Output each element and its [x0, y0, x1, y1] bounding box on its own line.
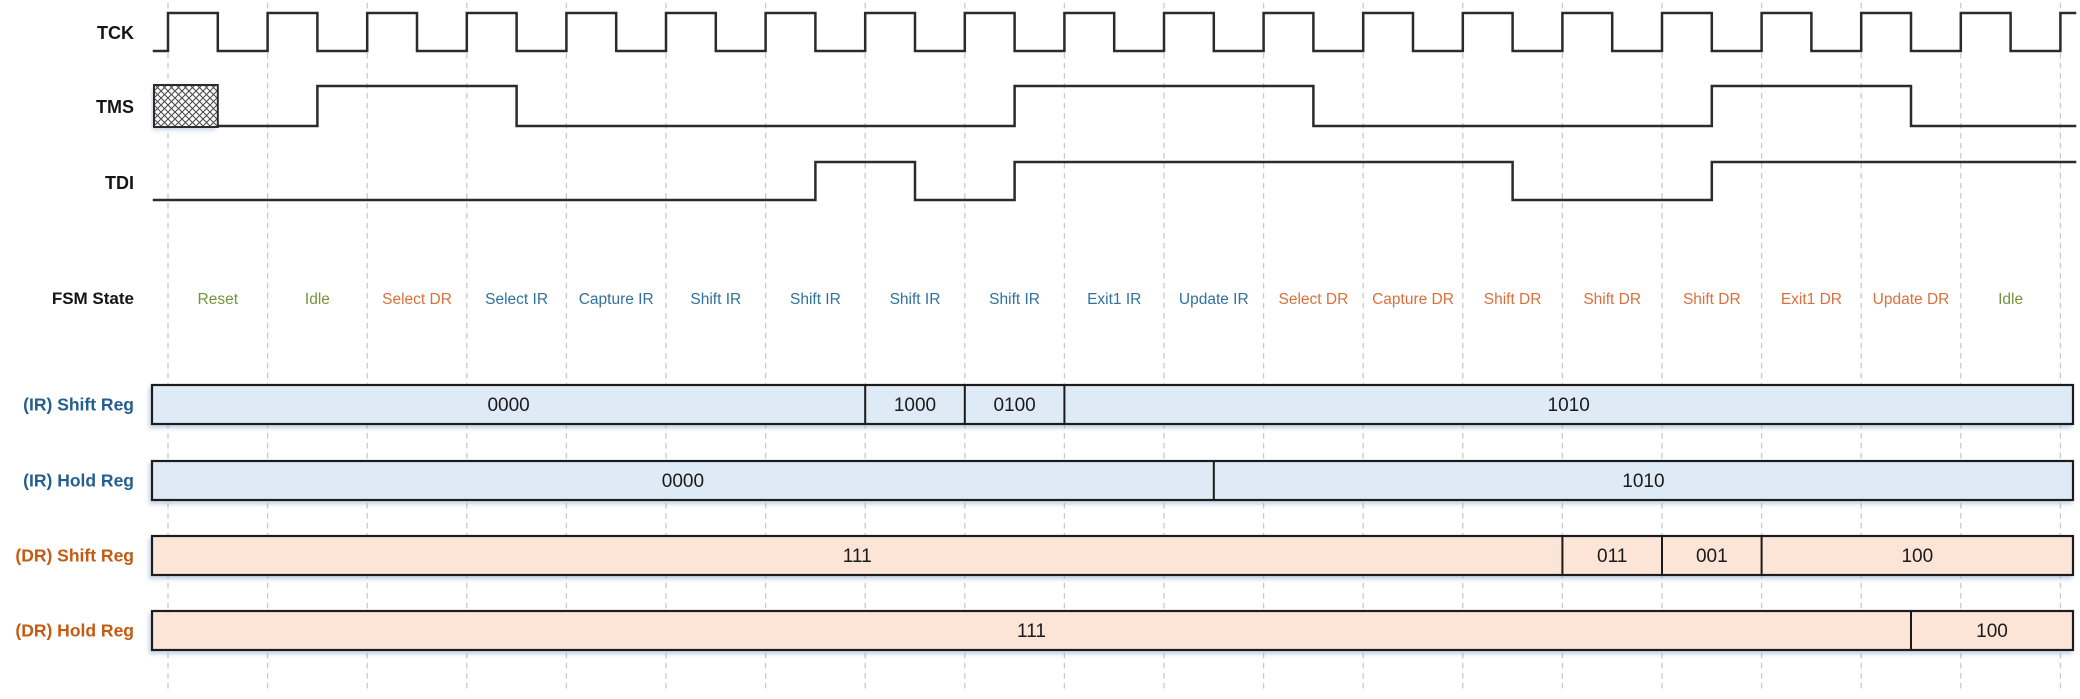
tms-waveform	[216, 84, 2077, 128]
register-row: 111 100 (DR) Hold Reg	[15, 609, 2075, 652]
tms-unknown-border	[153, 84, 219, 128]
register-value: 1010	[1622, 471, 1664, 492]
fsm-state-label: Shift DR	[1683, 291, 1741, 308]
register-value: 0000	[487, 395, 529, 416]
tms-label: TMS	[96, 97, 134, 117]
fsm-state-label: Capture IR	[579, 291, 654, 308]
register-row-label: (DR) Hold Reg	[15, 621, 134, 641]
register-row-label: (IR) Shift Reg	[23, 395, 134, 415]
register-bar	[150, 609, 2075, 652]
register-bar	[150, 459, 2075, 502]
register-value: 111	[843, 546, 872, 567]
fsm-state-label: Exit1 DR	[1781, 291, 1842, 308]
fsm-state-row-label: FSM State	[52, 289, 134, 308]
signal-waveforms: TCK TMS TDI	[96, 11, 2077, 202]
fsm-state-label: Exit1 IR	[1087, 291, 1141, 308]
register-rows: 0000 1000 0100 1010 (IR) Shift Reg 0000 1010 (I…	[15, 383, 2075, 652]
register-row: 0000 1000 0100 1010 (IR) Shift Reg	[23, 383, 2075, 426]
register-bar	[150, 383, 2075, 426]
fsm-state-label: Shift DR	[1484, 291, 1542, 308]
fsm-state-label: Reset	[198, 291, 239, 308]
fsm-state-label: Idle	[305, 291, 330, 308]
register-value: 111	[1017, 621, 1046, 642]
register-value: 1000	[894, 395, 936, 416]
register-bar	[150, 534, 2075, 577]
fsm-state-label: Shift IR	[690, 291, 741, 308]
fsm-state-label: Select DR	[382, 291, 452, 308]
register-value: 001	[1696, 546, 1728, 567]
register-row-label: (DR) Shift Reg	[15, 546, 134, 566]
fsm-state-label: Shift IR	[890, 291, 941, 308]
fsm-state-label: Capture DR	[1372, 291, 1454, 308]
register-value: 1010	[1548, 395, 1590, 416]
fsm-state-label: Update DR	[1873, 291, 1950, 308]
register-row: 0000 1010 (IR) Hold Reg	[23, 459, 2075, 502]
tdi-label: TDI	[105, 173, 134, 193]
register-value: 011	[1597, 546, 1627, 567]
register-value: 0000	[662, 471, 704, 492]
fsm-state-label: Select IR	[485, 291, 548, 308]
fsm-state-label: Shift IR	[989, 291, 1040, 308]
fsm-state-label: Idle	[1998, 291, 2023, 308]
register-row-label: (IR) Hold Reg	[23, 471, 134, 491]
fsm-state-label: Update IR	[1179, 291, 1249, 308]
fsm-state-row: FSM State Reset Idle Select DR Select IR Capt…	[52, 289, 2023, 308]
register-row: 111 011 001 100 (DR) Shift Reg	[15, 534, 2075, 577]
tdi-waveform	[152, 160, 2077, 202]
tms-unknown-hatch	[154, 85, 218, 127]
gridlines	[167, 3, 2062, 692]
fsm-state-label: Select DR	[1279, 291, 1349, 308]
register-value: 0100	[993, 395, 1035, 416]
register-value: 100	[1976, 621, 2008, 642]
fsm-state-label: Shift IR	[790, 291, 841, 308]
tck-waveform	[152, 11, 2077, 53]
register-value: 100	[1901, 546, 1933, 567]
fsm-state-label: Shift DR	[1583, 291, 1641, 308]
tck-label: TCK	[97, 23, 134, 43]
